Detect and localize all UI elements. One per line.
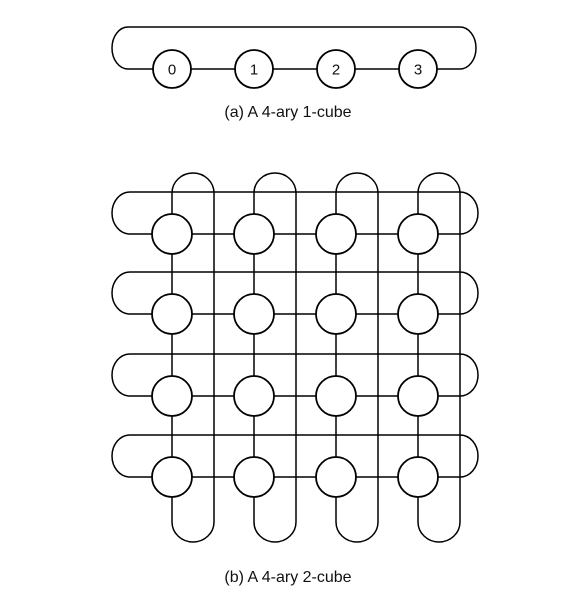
- node-0-3: [397, 213, 439, 255]
- node-0-0: [151, 213, 193, 255]
- node-2-1: [233, 375, 275, 417]
- wraparound-link: [111, 26, 477, 70]
- node-label: 2: [332, 62, 340, 79]
- col-wrap-1: [253, 172, 297, 543]
- node-2-2: [315, 375, 357, 417]
- node-label: 1: [250, 62, 258, 79]
- row-wrap-0: [111, 191, 479, 235]
- node-1-1: [233, 293, 275, 335]
- node-circle: [398, 49, 438, 89]
- node-label: 3: [414, 62, 422, 79]
- node-2: 2: [316, 49, 356, 89]
- four-ary-one-cube: 0 1 2 3: [111, 26, 477, 89]
- node-3-1: [233, 456, 275, 498]
- four-ary-two-cube: [111, 172, 479, 543]
- node-circle: [234, 49, 274, 89]
- col-wrap-0: [171, 172, 215, 543]
- row-wrap-1: [111, 271, 479, 315]
- caption-b: (b) A 4-ary 2-cube: [224, 569, 352, 586]
- col-wrap-2: [335, 172, 379, 543]
- node-3-2: [315, 456, 357, 498]
- node-circle: [152, 49, 192, 89]
- node-0: 0: [152, 49, 192, 89]
- node-1: 1: [234, 49, 274, 89]
- node-0-1: [233, 213, 275, 255]
- row-wrap-3: [111, 434, 479, 478]
- node-2-3: [397, 375, 439, 417]
- node-1-3: [397, 293, 439, 335]
- node-3-3: [397, 456, 439, 498]
- node-3: 3: [398, 49, 438, 89]
- node-1-0: [151, 293, 193, 335]
- col-wrap-3: [417, 172, 461, 543]
- node-circle: [316, 49, 356, 89]
- node-3-0: [151, 456, 193, 498]
- row-wrap-2: [111, 353, 479, 397]
- node-1-2: [315, 293, 357, 335]
- node-0-2: [315, 213, 357, 255]
- node-label: 0: [168, 62, 176, 79]
- caption-a: (a) A 4-ary 1-cube: [224, 104, 352, 121]
- node-2-0: [151, 375, 193, 417]
